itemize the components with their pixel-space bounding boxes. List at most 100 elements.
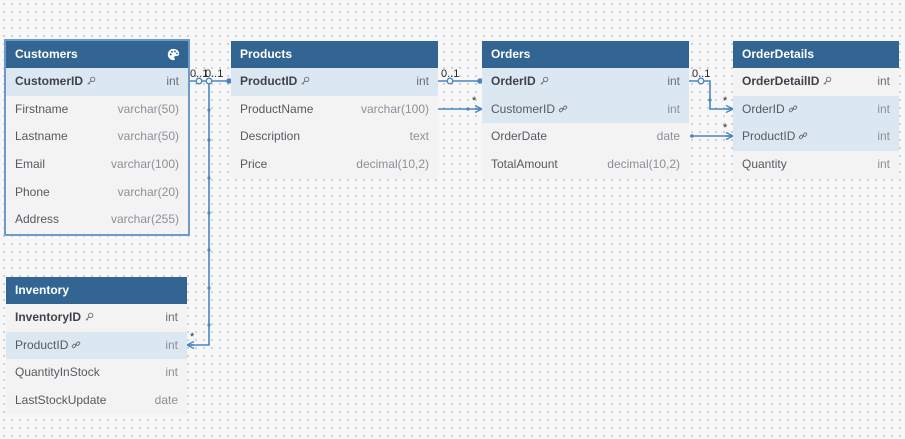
relationship-products-orderdetails[interactable]	[690, 131, 734, 141]
column-name: Phone	[15, 184, 50, 199]
column-name: Address	[15, 212, 60, 227]
column-name: ProductID	[240, 74, 298, 88]
table-header[interactable]: Inventory	[6, 277, 187, 304]
column-type: int	[667, 74, 680, 88]
column-row[interactable]: Phone varchar(20)	[6, 179, 188, 207]
column-type: varchar(50)	[117, 129, 179, 144]
column-name: InventoryID	[15, 310, 82, 324]
column-type: varchar(50)	[117, 101, 179, 116]
table-header[interactable]: Orders	[482, 41, 689, 68]
column-row-pk[interactable]: OrderID int	[482, 68, 689, 96]
column-type: date	[656, 129, 680, 144]
column-row-pk[interactable]: ProductID int	[231, 68, 438, 96]
column-row[interactable]: Price decimal(10,2)	[231, 151, 438, 179]
column-row[interactable]: OrderDate date	[482, 123, 689, 151]
column-row[interactable]: Lastname varchar(50)	[6, 123, 188, 151]
table-title: Orders	[491, 47, 531, 61]
column-name: CustomerID	[491, 101, 556, 116]
column-row[interactable]: QuantityInStock int	[6, 359, 187, 387]
column-name: ProductID	[742, 129, 796, 144]
column-row[interactable]: Firstname varchar(50)	[6, 96, 188, 124]
column-name: ProductID	[15, 337, 69, 352]
column-type: int	[416, 74, 429, 88]
column-name: ProductName	[240, 101, 314, 116]
column-type: int	[165, 365, 178, 380]
column-row-pk[interactable]: OrderDetailID int	[733, 68, 899, 96]
card-products-orders-from: 0..1	[441, 68, 459, 80]
table-customers[interactable]: Customers CustomerID int Firstname varch…	[4, 38, 190, 237]
column-type: varchar(20)	[117, 184, 179, 199]
column-name: CustomerID	[15, 74, 84, 88]
card-orders-orderdetails-from: 0..1	[692, 68, 710, 80]
column-type: int	[166, 74, 179, 88]
column-row-fk[interactable]: ProductID int	[6, 331, 187, 360]
column-type: int	[877, 101, 890, 116]
card-products-orderdetails-to: *	[723, 122, 728, 134]
table-inventory[interactable]: Inventory InventoryID int ProductID int …	[6, 277, 187, 415]
column-name: OrderDate	[491, 129, 548, 144]
column-name: Lastname	[15, 129, 68, 144]
column-row[interactable]: TotalAmount decimal(10,2)	[482, 151, 689, 179]
card-orders-orderdetails-to: *	[723, 95, 728, 107]
column-name: Description	[240, 129, 301, 144]
key-icon	[87, 76, 96, 85]
column-row[interactable]: LastStockUpdate date	[6, 387, 187, 415]
palette-icon[interactable]	[167, 48, 180, 61]
column-name: OrderID	[491, 74, 536, 88]
column-row[interactable]: Address varchar(255)	[6, 206, 188, 234]
column-name: LastStockUpdate	[15, 393, 107, 408]
key-icon	[301, 76, 310, 85]
table-orderdetails[interactable]: OrderDetails OrderDetailID int OrderID i…	[733, 41, 899, 179]
link-icon	[72, 341, 81, 348]
column-name: TotalAmount	[491, 157, 558, 172]
column-row[interactable]: Quantity int	[733, 151, 899, 179]
column-type: int	[165, 337, 178, 352]
column-name: QuantityInStock	[15, 365, 100, 380]
column-row-fk[interactable]: OrderID int	[733, 95, 899, 124]
column-name: OrderDetailID	[742, 74, 820, 88]
table-header[interactable]: Customers	[6, 41, 188, 68]
table-products[interactable]: Products ProductID int ProductName varch…	[231, 41, 438, 179]
link-icon	[788, 105, 797, 112]
table-title: Customers	[15, 47, 78, 61]
column-type: int	[877, 129, 890, 144]
card-customers-from: 0..1	[190, 68, 208, 80]
column-type: text	[409, 129, 429, 144]
column-type: varchar(100)	[360, 101, 429, 116]
table-title: Inventory	[15, 283, 70, 297]
column-name: Price	[240, 157, 268, 172]
table-header[interactable]: OrderDetails	[733, 41, 899, 68]
column-type: int	[165, 310, 178, 324]
table-header[interactable]: Products	[231, 41, 438, 68]
column-name: OrderID	[742, 101, 785, 116]
table-orders[interactable]: Orders OrderID int CustomerID int OrderD…	[482, 41, 689, 179]
key-icon	[823, 76, 832, 85]
column-row-pk[interactable]: InventoryID int	[6, 304, 187, 332]
column-type: int	[877, 74, 890, 88]
relationship-products-orders[interactable]	[438, 77, 483, 85]
column-name: Quantity	[742, 157, 787, 172]
column-row-fk[interactable]: CustomerID int	[482, 95, 689, 124]
column-row[interactable]: Email varchar(100)	[6, 151, 188, 179]
column-row-pk[interactable]: CustomerID int	[6, 68, 188, 96]
card-customers-orders-to: *	[472, 95, 477, 107]
card-products-inventory-to: *	[190, 331, 195, 343]
relationship-customers-orders-fk[interactable]	[438, 104, 483, 114]
column-row[interactable]: Description text	[231, 123, 438, 151]
relationship-products-inventory[interactable]	[186, 77, 213, 350]
column-type: date	[154, 393, 178, 408]
column-row[interactable]: ProductName varchar(100)	[231, 96, 438, 124]
column-row-fk[interactable]: ProductID int	[733, 123, 899, 152]
column-type: int	[667, 101, 680, 116]
card-products-inventory-from: 0..1	[205, 68, 223, 80]
table-title: Products	[240, 47, 293, 61]
column-name: Firstname	[15, 101, 69, 116]
key-icon	[540, 76, 548, 85]
column-type: varchar(100)	[110, 157, 179, 172]
column-type: decimal(10,2)	[356, 157, 429, 172]
relationship-orders-orderdetails[interactable]	[689, 77, 734, 114]
key-icon	[85, 312, 94, 321]
link-icon	[799, 132, 808, 140]
